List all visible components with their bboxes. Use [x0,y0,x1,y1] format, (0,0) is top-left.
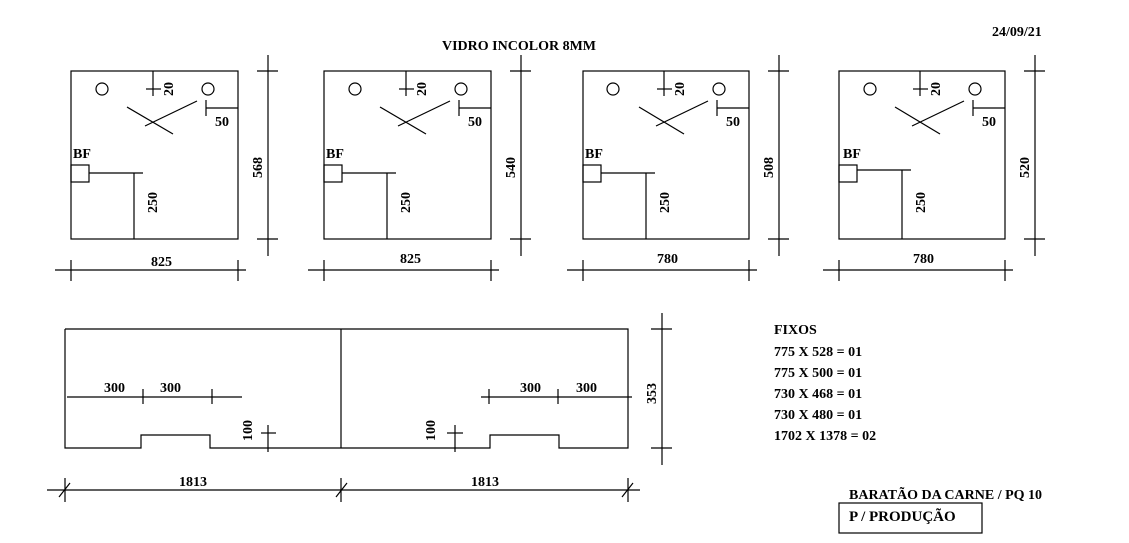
fixos-item: 775 X 528 = 01 [774,345,862,360]
hinge-mark [638,106,685,135]
hinge-mark [126,106,174,135]
panel-2: 20 50 BF 250 540 825 [308,55,531,281]
bf-label: BF [585,147,603,162]
hinge-mark [379,106,427,135]
bf-label: BF [73,147,91,162]
dim-100-right: 100 [424,420,439,441]
dim-300-a-right: 300 [520,381,541,396]
fixos-title: FIXOS [774,323,817,338]
dim-20: 20 [415,82,430,96]
panel-4: 20 50 BF 250 520 780 [823,55,1045,281]
panel-width: 780 [657,252,678,267]
dim-50: 50 [215,115,229,130]
hinge-mark [894,106,941,135]
dim-250: 250 [146,192,161,213]
bf-label: BF [843,147,861,162]
panel-height: 568 [251,157,266,178]
panel-height: 540 [504,157,519,178]
hinge-mark [655,100,709,127]
dim-20: 20 [929,82,944,96]
hinge-mark [397,100,451,127]
hole-right-icon [968,82,982,96]
hole-left-icon [95,82,109,96]
panel-1: 20 50 BF 250 568 825 [55,55,278,281]
hinge-mark [144,100,198,127]
panel-outline [70,70,239,240]
dim-250: 250 [399,192,414,213]
fixos-item: 730 X 468 = 01 [774,387,862,402]
dim-50: 50 [468,115,482,130]
panel-outline [838,70,1006,240]
bottom-panel-outline [64,328,629,449]
dim-50: 50 [726,115,740,130]
bottom-panel-height: 353 [645,383,660,404]
hinge-mark [911,100,965,127]
drawing-title: VIDRO INCOLOR 8MM [442,39,596,54]
bf-box [70,164,90,183]
panel-outline [582,70,750,240]
dim-300-b-right: 300 [576,381,597,396]
bf-label: BF [326,147,344,162]
panel-width: 825 [151,255,172,270]
dim-20: 20 [673,82,688,96]
hole-left-icon [863,82,877,96]
hole-left-icon [606,82,620,96]
panel-3: 20 50 BF 250 508 780 [567,55,789,281]
dim-100-left: 100 [241,420,256,441]
fixos-item: 1702 X 1378 = 02 [774,429,876,444]
hole-right-icon [454,82,468,96]
bf-box [582,164,602,183]
fixos-item: 730 X 480 = 01 [774,408,862,423]
client-label: BARATÃO DA CARNE / PQ 10 [849,485,1042,503]
panel-width: 780 [913,252,934,267]
stamp-box [838,502,983,534]
panel-height: 508 [762,157,777,178]
dim-250: 250 [658,192,673,213]
bottom-width-right: 1813 [471,475,499,490]
fixos-item: 775 X 500 = 01 [774,366,862,381]
dim-250: 250 [914,192,929,213]
hole-right-icon [201,82,215,96]
dim-50: 50 [982,115,996,130]
bottom-panel: 300 300 100 300 300 100 353 1813 1813 [47,313,672,502]
hole-left-icon [348,82,362,96]
panel-width: 825 [400,252,421,267]
drawing-date: 24/09/21 [992,25,1042,40]
bf-box [323,164,343,183]
stamp-label: P / PRODUÇÃO [849,507,956,525]
panel-height: 520 [1018,157,1033,178]
bottom-width-left: 1813 [179,475,207,490]
fixos-list: FIXOS 775 X 528 = 01 775 X 500 = 01 730 … [774,323,876,444]
bf-box [838,164,858,183]
panel-outline [323,70,492,240]
dim-20: 20 [162,82,177,96]
dim-300-b-left: 300 [160,381,181,396]
hole-right-icon [712,82,726,96]
dim-300-a-left: 300 [104,381,125,396]
